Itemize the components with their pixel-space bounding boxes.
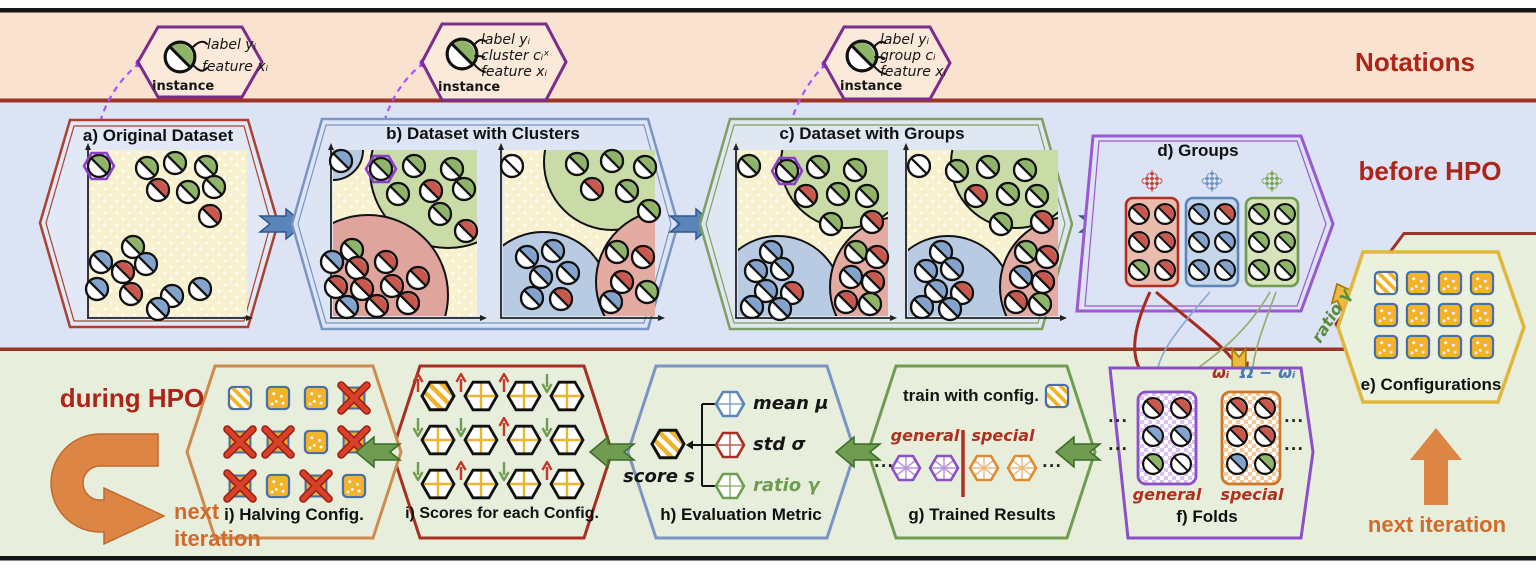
special-label-f: special [1220,485,1284,504]
panel-e-title: e) Configurations [1360,375,1502,394]
fold-box-special [1220,390,1282,486]
notation1-caption: instance [152,79,215,94]
general-label-g: general [890,426,960,445]
special-label-g: special [971,426,1035,445]
group-box-red [1124,196,1180,288]
fold-box-general [1136,390,1198,486]
next-iteration-label: next iteration [1367,512,1507,537]
notation1-label-line: label yᵢ [207,37,257,53]
panel-f-title: f) Folds [1176,507,1238,526]
group-box-green [1244,196,1300,288]
notation2-label-line: label yᵢ [481,32,531,48]
ellipsis-f-left-1: ... [1108,408,1129,426]
panel-b-title: b) Dataset with Clusters [386,124,580,143]
std-hexagon-icon [714,431,746,459]
mean-hexagon-icon [714,390,746,418]
notation3-caption: instance [840,79,903,94]
notation2-feature-line: feature xᵢ [481,64,548,80]
ellipsis-g-left: ... [874,453,895,471]
ratio-hexagon-icon [714,472,746,500]
next-word-label: next [174,499,220,524]
score-hexagon-icon [650,428,686,460]
notation3-label-line: label yᵢ [880,32,930,48]
panel-i-halving-title: i) Halving Config. [224,505,364,524]
general-label-f: general [1132,485,1202,504]
panel-d-groups [1075,134,1335,313]
panel-a-original-dataset [38,118,280,329]
panel-g-title: g) Trained Results [908,505,1056,524]
notation-instance-2 [420,22,568,102]
notation2-cluster-line: cluster cᵢˣ [481,48,550,64]
during-hpo-title: during HPO [59,383,205,413]
before-hpo-title: before HPO [1358,156,1502,186]
iteration-word-label: iteration [174,526,261,551]
panel-c-dataset-groups [698,117,1074,331]
notation2-caption: instance [438,80,501,95]
panel-c-title: c) Dataset with Groups [779,124,965,143]
group-box-blue [1184,196,1240,288]
panel-b-dataset-clusters [290,117,680,331]
ellipsis-g-right: ... [1042,453,1063,471]
ellipsis-f-left-2: ... [1108,436,1129,454]
std-label: std σ [753,434,806,455]
panel-i-scores-title: i) Scores for each Config. [405,505,599,522]
omega-i-label: ωᵢ [1212,363,1230,382]
panel-h-title: h) Evaluation Metric [660,505,822,524]
notations-title: Notations [1355,47,1475,77]
notation3-feature-line: feature xᵢ [880,64,947,80]
panel-f-folds [1108,366,1315,540]
notation-instance-1 [136,25,264,99]
next-iteration-up-arrow [1410,428,1462,505]
ellipsis-f-right-1: ... [1284,408,1305,426]
omega-rest-label: Ω − ωᵢ [1240,363,1296,382]
score-s-label: score s [623,466,695,487]
panel-a-title: a) Original Dataset [82,126,234,145]
notation1-feature-line: feature xᵢ [202,59,269,75]
notation-instance-3 [822,25,952,101]
mean-label: mean μ [753,393,829,414]
panel-d-title: d) Groups [1157,141,1239,160]
panel-e-configurations [1336,250,1526,404]
next-iteration-loop-arrow [50,433,166,546]
ratio-label: ratio γ [753,475,820,496]
notation3-group-line: group cᵢ [880,48,936,64]
panel-i-halving [185,364,403,540]
train-config-icon [1044,383,1070,409]
panel-g-trained-results [866,364,1097,540]
train-with-config-label: train with config. [903,386,1039,405]
ellipsis-f-right-2: ... [1284,436,1305,454]
